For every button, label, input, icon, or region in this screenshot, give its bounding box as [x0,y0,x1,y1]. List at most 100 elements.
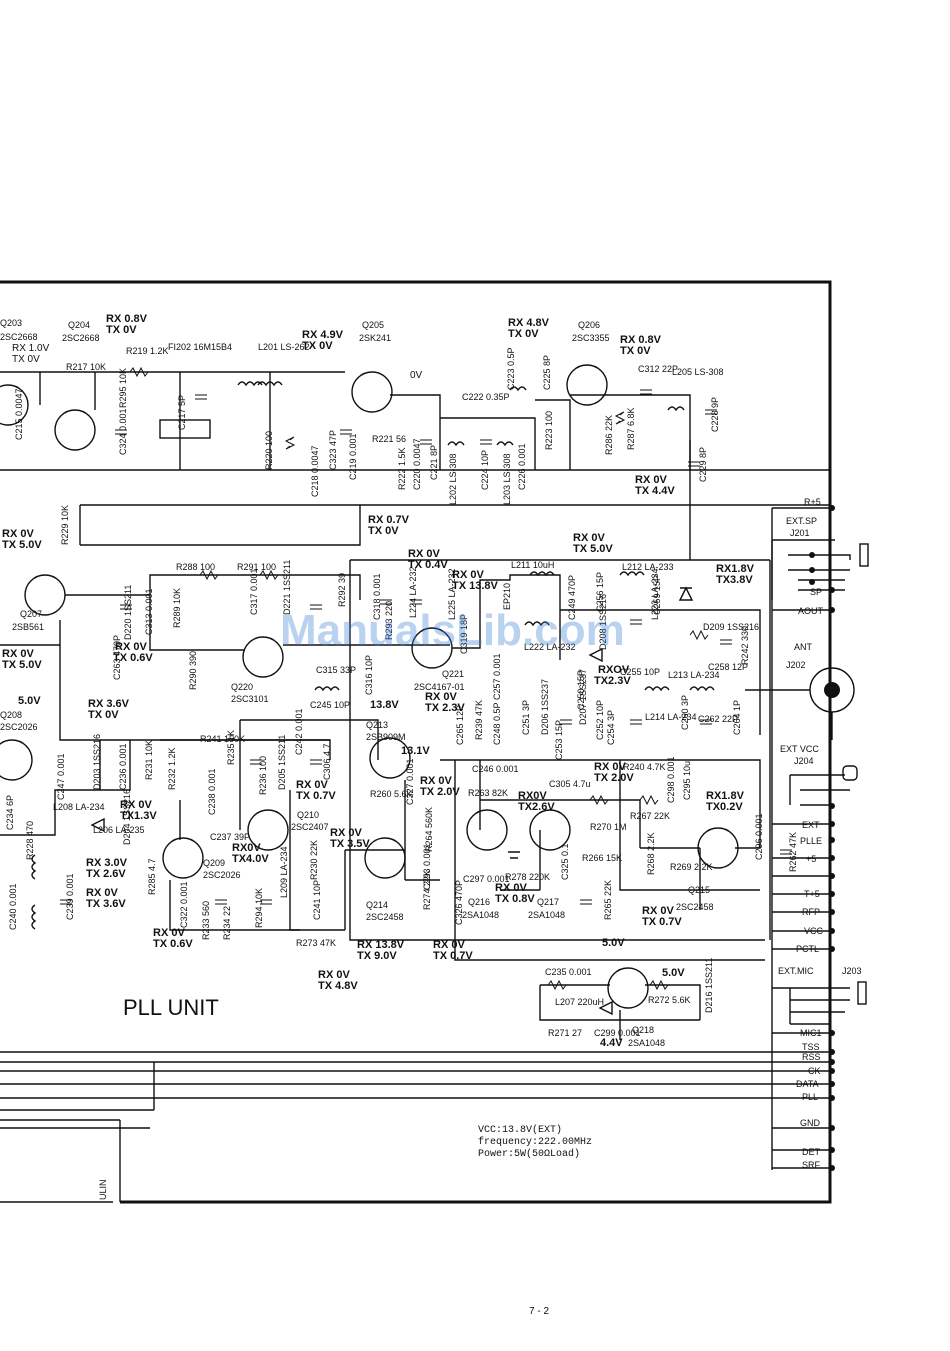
svg-text:RX 0V: RX 0V [452,569,484,581]
svg-text:VCC:13.8V(EXT): VCC:13.8V(EXT) [478,1124,562,1136]
svg-text:5.0V: 5.0V [18,695,41,707]
svg-text:TX 5.0V: TX 5.0V [2,659,42,671]
part-label: C325 0.1 [560,843,570,880]
q204-type: 2SC2668 [62,333,100,343]
signal-pll: PLL [802,1092,818,1102]
part-label: EP209 [0,0,27,2]
svg-text:TX 2.6V: TX 2.6V [86,868,126,880]
part-label: C264 1P [732,700,742,735]
svg-text:J204: J204 [794,756,814,766]
svg-text:TX 0.7V: TX 0.7V [433,950,473,962]
svg-text:TX 0.7V: TX 0.7V [296,790,336,802]
tx-driver-chain [0,559,792,1040]
svg-text:RX 0V: RX 0V [420,775,452,787]
part-label: C215 0.0047 [14,388,24,440]
part-label: R232 1.2K [167,747,177,790]
part-label: L212 LA-233 [622,562,674,572]
jack-j201 [771,539,869,600]
antenna-connector-j202 [745,667,855,740]
part-label: C247 0.001 [56,753,66,800]
q218-type: 2SA1048 [628,1038,665,1048]
part-label: R264 560K [424,807,434,852]
part-label: C262 22P [698,714,738,724]
part-label: R272 5.6K [648,995,691,1005]
part-label: C322 0.001 [179,881,189,928]
part-label: R278 220K [505,872,550,882]
svg-text:RX 0.8V: RX 0.8V [620,334,662,346]
part-label: C221 8P [429,445,439,480]
part-label: R265 22K [603,880,613,920]
q209-type: 2SC2026 [203,870,241,880]
part-label: C263 470P [112,635,122,680]
part-label: R294 10K [254,888,264,928]
part-label: C238 0.001 [207,768,217,815]
part-label: L213 LA-234 [668,670,720,680]
q207-label: Q207 [20,609,42,619]
part-label: C237 39P [210,832,250,842]
svg-text:Power:5W(50ΩLoad): Power:5W(50ΩLoad) [478,1148,580,1160]
part-label: L201 LS-262 [258,342,310,352]
svg-text:TX 0V: TX 0V [88,709,119,721]
part-label: R267 22K [630,811,670,821]
part-label: C222 0.35P [462,392,510,402]
part-label: C327 0.001 [405,758,415,805]
jack-j203 [772,981,867,1025]
part-label: C245 10P [310,700,350,710]
q206-label: Q206 [578,320,600,330]
part-label: R222 1.5K [397,447,407,490]
part-label: C315 33P [316,665,356,675]
q220-label: Q220 [231,682,253,692]
svg-text:RX 0V: RX 0V [86,887,118,899]
q207-type: 2SB561 [12,622,44,632]
part-label: C326 470P [454,880,464,925]
part-label: L224 LA-232 [408,566,418,618]
svg-text:J203: J203 [842,966,862,976]
q216-label: Q216 [468,897,490,907]
part-label: R287 6.8K [626,407,636,450]
signal-srf: SRF [802,1160,821,1170]
svg-text:RX 0V: RX 0V [2,648,34,660]
svg-text:TX 4.4V: TX 4.4V [635,485,675,497]
part-label: R219 1.2K [126,346,169,356]
q208-label: Q208 [0,710,22,720]
part-label: C317 0.001 [249,568,259,615]
part-label: L206 LA-235 [93,825,145,835]
spec-notes: VCC:13.8V(EXT) frequency:222.00MHz Power… [478,1124,592,1160]
part-label: R239 47K [474,700,484,740]
page-number: 7 - 2 [529,1306,549,1317]
part-label: D216 1SS211 [704,958,714,1013]
svg-text:EXT.MIC: EXT.MIC [778,966,814,976]
svg-text:RX 0V: RX 0V [594,761,626,773]
part-label: D206 1SS237 [540,679,550,735]
part-label: R270 1M [590,822,627,832]
part-label: R262 47K [788,832,798,872]
q213-type: 2SB909M [366,732,406,742]
rx-mixer-chain [0,364,830,560]
part-label: C255 10P [620,667,660,677]
svg-text:TX 4.8V: TX 4.8V [318,980,358,992]
part-label: R292 39 [337,573,347,607]
q209-label: Q209 [203,858,225,868]
svg-text:TX4.0V: TX4.0V [232,853,269,865]
signal-r5: R+5 [804,497,821,507]
part-label: C313 0.001 [144,588,154,635]
part-label: L209 LA-234 [279,846,289,898]
part-label: L223 LA-234 [650,568,660,620]
signal-rss: RSS [802,1052,821,1062]
part-label: C252 10P [595,700,605,740]
part-label: R286 22K [604,415,614,455]
part-label: C220 0.0047 [412,438,422,490]
q210-type: 2SC2407 [291,822,329,832]
part-label: C253 15P [554,720,564,760]
part-label: C236 0.001 [118,743,128,790]
svg-text:ANT: ANT [794,642,813,652]
q220-type: 2SC3101 [231,694,269,704]
svg-text:RX0V: RX0V [518,790,547,802]
part-label: D209 1SS216 [703,622,759,632]
part-label: C228 9P [710,397,720,432]
part-label: C323 47P [328,430,338,470]
q221-type: 2SC4167-01 [414,682,465,692]
part-label: FI202 16M15B4 [168,342,232,352]
